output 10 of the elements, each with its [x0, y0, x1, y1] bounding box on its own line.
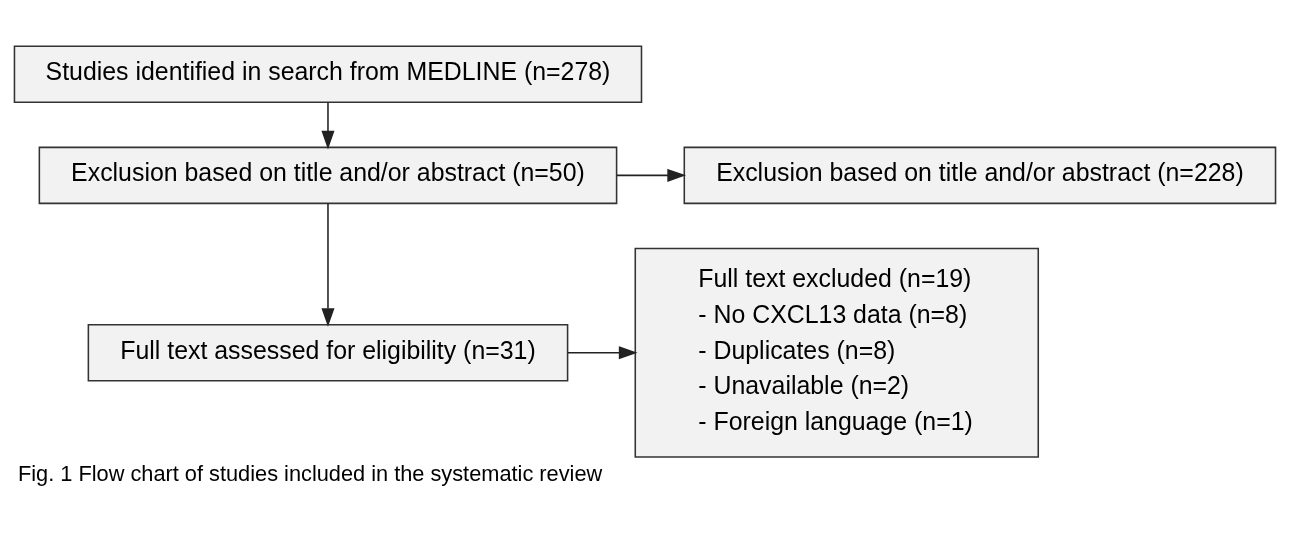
arrow [321, 202, 335, 327]
node-box: Full text assessed for eligibility (n=31) [87, 323, 569, 382]
arrow [321, 101, 335, 149]
arrow [616, 168, 686, 182]
node-box: Exclusion based on title and/or abstract (n=50) [38, 146, 618, 204]
node-box: Exclusion based on title and/or abstract (n=228) [683, 146, 1277, 204]
node-box: Full text excluded (n=19) - No CXCL13 data (n=8) - Duplicates (n=8) - Unavailable (n=2) - Foreign language (n=1) [634, 247, 1040, 458]
node-box: Studies identified in search from MEDLINE (n=278) [13, 44, 643, 103]
caption: Fig. 1 Flow chart of studies included in the systematic review [17, 460, 603, 486]
arrow [567, 345, 638, 359]
